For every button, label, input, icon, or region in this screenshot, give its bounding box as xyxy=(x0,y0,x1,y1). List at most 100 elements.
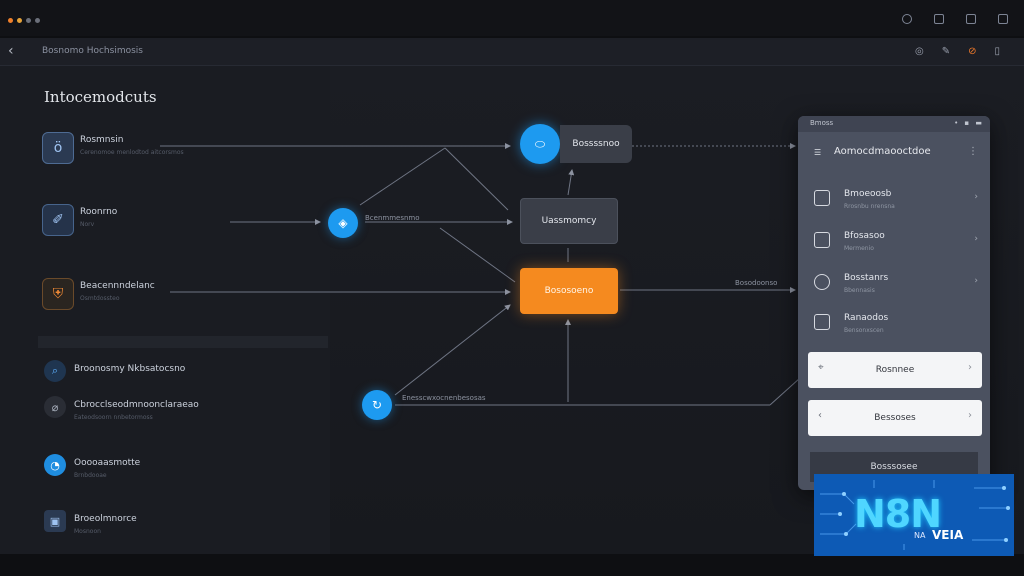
sidebar-item-title: Broonosmy Nkbsatocsno xyxy=(74,364,186,374)
database-icon: ▣ xyxy=(44,510,66,532)
link-icon: ◈ xyxy=(338,216,348,230)
tools-icon[interactable] xyxy=(934,14,944,24)
panel-item-sub: Rrosnbu nrensna xyxy=(844,203,895,210)
logo-subtext: VEIA xyxy=(932,528,964,542)
file-icon xyxy=(814,190,830,206)
sidebar-item-title: Ooooaasmotte xyxy=(74,458,141,468)
clock-icon: ◔ xyxy=(44,454,66,476)
panel-item-sub: Bensonxscen xyxy=(844,327,884,334)
node-icon: ö xyxy=(42,132,74,164)
source-node[interactable]: ↻ xyxy=(362,390,392,420)
panel-item-label: Ranaodos xyxy=(844,313,889,323)
circuit-pattern xyxy=(820,480,1010,550)
chevron-right-icon: › xyxy=(974,276,978,286)
sidebar-heading: Intocemodcuts xyxy=(44,88,157,106)
chevron-right-icon: › xyxy=(968,410,972,421)
panel-item[interactable]: Ranaodos Bensonxscen xyxy=(814,310,982,342)
panel-item[interactable]: Bosstanrs Bbennasis › xyxy=(814,270,982,302)
edge-label: Bcenmmesnmo xyxy=(365,214,420,222)
app-header: ‹ Bosnomo Hochsimosis ◎ ✎ ⊘ ▯ xyxy=(0,38,1024,66)
edge-label: Enesscwxocnenbesosas xyxy=(402,394,486,402)
button-label: Bessoses xyxy=(874,413,916,423)
panel-item[interactable]: Bfosasoo Mermenio › xyxy=(814,228,982,260)
sidebar-item-title: Broeolmnorce xyxy=(74,514,137,524)
sidebar-item-sub: Brnbdooae xyxy=(74,472,107,479)
extra-dot[interactable] xyxy=(35,18,40,23)
panel-item-sub: Mermenio xyxy=(844,245,874,252)
sidebar-item-title: Beacennndelanc xyxy=(80,281,155,291)
process-node[interactable]: Uassmomcy xyxy=(520,198,618,244)
workflow-title: Bosnomo Hochsimosis xyxy=(42,46,143,56)
chat-icon: ⬭ xyxy=(534,136,546,151)
chevron-right-icon: › xyxy=(974,192,978,202)
sidebar-section-item[interactable]: ⌕ Broonosmy Nkbsatocsno xyxy=(44,360,304,396)
sidebar-divider xyxy=(38,336,328,348)
panel-item-label: Bmoeoosb xyxy=(844,189,892,199)
window-icon[interactable] xyxy=(966,14,976,24)
sidebar-item-sub: Cerenomoe menlodtod aitcorsmos xyxy=(80,149,184,156)
globe-icon xyxy=(814,274,830,290)
target-icon[interactable]: ◎ xyxy=(914,46,924,57)
back-button[interactable]: ‹ xyxy=(8,43,14,59)
sidebar-section-item[interactable]: ⌀ Cbrocclseodmnoonclaraeao Eateodsoorn n… xyxy=(44,396,304,432)
panel-topbar: Bmoss • ▪ ▬ xyxy=(798,116,990,132)
window-dots xyxy=(8,18,40,23)
panel-item-sub: Bbennasis xyxy=(844,287,875,294)
calendar-icon xyxy=(814,232,830,248)
panel-top-status: • ▪ ▬ xyxy=(954,119,984,127)
chevron-right-icon: › xyxy=(968,362,972,373)
panel-item[interactable]: Bmoeoosb Rrosnbu nrensna › xyxy=(814,186,982,218)
sidebar-item-title: Cbrocclseodmnoonclaraeao xyxy=(74,400,199,410)
sidebar-section-item[interactable]: ◔ Ooooaasmotte Brnbdooae xyxy=(44,454,304,490)
bottom-bar xyxy=(0,554,1024,576)
sidebar-item[interactable]: ⛨ Beacennndelanc Osmtdossteo xyxy=(42,278,312,318)
sidebar-item-sub: Eateodsoorn nnbetormoss xyxy=(74,414,153,421)
more-icon[interactable]: ⋮ xyxy=(968,146,978,157)
primary-option-button[interactable]: ⌖ Rosnnee › xyxy=(808,352,982,388)
tag-icon: ⌖ xyxy=(818,362,824,373)
panel-item-label: Bfosasoo xyxy=(844,231,885,241)
sidebar-item-sub: Mosnoon xyxy=(74,528,101,535)
list-icon: ☰ xyxy=(814,148,822,157)
trigger-node[interactable]: ⬭ xyxy=(520,124,560,164)
search-icon: ⌕ xyxy=(44,360,66,382)
input-node[interactable]: ◈ xyxy=(328,208,358,238)
gauge-icon: ⌀ xyxy=(44,396,66,418)
edit-icon[interactable]: ✎ xyxy=(941,46,951,57)
header-actions: ◎ ✎ ⊘ ▯ xyxy=(915,46,1000,57)
trigger-node-label[interactable]: Bossssnoo xyxy=(560,125,632,163)
logo-text: N8N xyxy=(854,492,942,536)
panel-top-title: Bmoss xyxy=(810,119,834,127)
pen-icon: ✐ xyxy=(42,204,74,236)
button-label: Rosnnee xyxy=(875,365,915,375)
shield-icon: ⛨ xyxy=(42,278,74,310)
monitor-icon xyxy=(814,314,830,330)
panel-item-label: Bosstanrs xyxy=(844,273,889,283)
sidebar-section-item[interactable]: ▣ Broeolmnorce Mosnoon xyxy=(44,510,304,546)
panel-title: Aomocdmaooctdoe xyxy=(834,146,931,157)
edge-label: Bosodoonso xyxy=(735,279,778,287)
sidebar-item-title: Rosmnsin xyxy=(80,135,124,145)
active-node[interactable]: Bososoeno xyxy=(520,268,618,314)
close-dot[interactable] xyxy=(8,18,13,23)
sidebar-item[interactable]: ö Rosmnsin Cerenomoe menlodtod aitcorsmo… xyxy=(42,132,312,172)
minimize-dot[interactable] xyxy=(17,18,22,23)
sync-icon: ↻ xyxy=(371,398,383,412)
chevron-left-icon: ‹ xyxy=(818,410,822,421)
brand-logo: N8N NA VEIA xyxy=(814,474,1014,556)
chevron-right-icon: › xyxy=(974,234,978,244)
window-titlebar xyxy=(0,0,1024,36)
sidebar-item-sub: Norv xyxy=(80,221,95,228)
sidebar-item[interactable]: ✐ Roonrno Norv xyxy=(42,204,312,244)
node-settings-panel: Bmoss • ▪ ▬ ☰ Aomocdmaooctdoe ⋮ Bmoeoosb… xyxy=(798,116,990,490)
sidebar-item-title: Roonrno xyxy=(80,207,118,217)
panel-icon[interactable]: ▯ xyxy=(994,46,1000,57)
sync-icon[interactable] xyxy=(902,14,912,24)
maximize-dot[interactable] xyxy=(26,18,31,23)
close-icon[interactable] xyxy=(998,14,1008,24)
logo-prefix: NA xyxy=(914,531,926,540)
window-controls xyxy=(902,14,1008,24)
secondary-option-button[interactable]: ‹ Bessoses › xyxy=(808,400,982,436)
block-icon[interactable]: ⊘ xyxy=(968,46,977,57)
sidebar-item-sub: Osmtdossteo xyxy=(80,295,120,302)
